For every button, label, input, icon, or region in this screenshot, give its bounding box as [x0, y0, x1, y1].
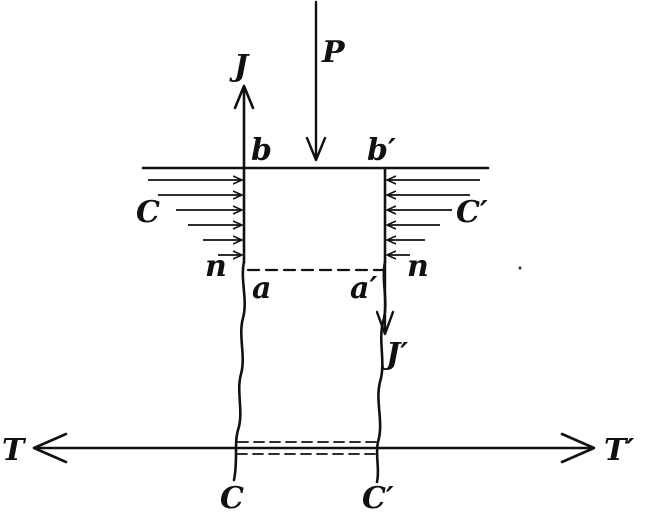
label-c-prime-bottom: C′ [362, 481, 394, 516]
label-c-bottom: C [220, 481, 244, 516]
load-p-arrowhead [305, 136, 327, 162]
tension-t-prime-arrowhead [560, 432, 596, 464]
label-c-left: C [136, 195, 160, 230]
label-b-prime: b′ [367, 133, 396, 168]
label-c-right: C′ [456, 195, 488, 230]
stray-dot [518, 266, 522, 270]
tension-t-arrowhead [32, 432, 68, 464]
shear-j-prime-arrowhead [375, 310, 395, 336]
label-n-right: n [407, 249, 429, 284]
label-n-left: n [205, 249, 227, 284]
left-pressure-arrows [148, 180, 242, 255]
label-t-prime: T′ [604, 433, 634, 468]
shear-j-arrowhead [233, 84, 255, 110]
label-b: b [251, 133, 272, 168]
label-t: T [2, 433, 27, 468]
right-pressure-arrows [387, 180, 480, 255]
label-j-prime: J′ [381, 337, 408, 372]
left-fracture-line [232, 260, 247, 482]
label-p: P [321, 35, 346, 70]
label-a-prime: a′ [350, 271, 377, 306]
label-j: J [229, 49, 250, 84]
label-a: a [252, 271, 271, 306]
